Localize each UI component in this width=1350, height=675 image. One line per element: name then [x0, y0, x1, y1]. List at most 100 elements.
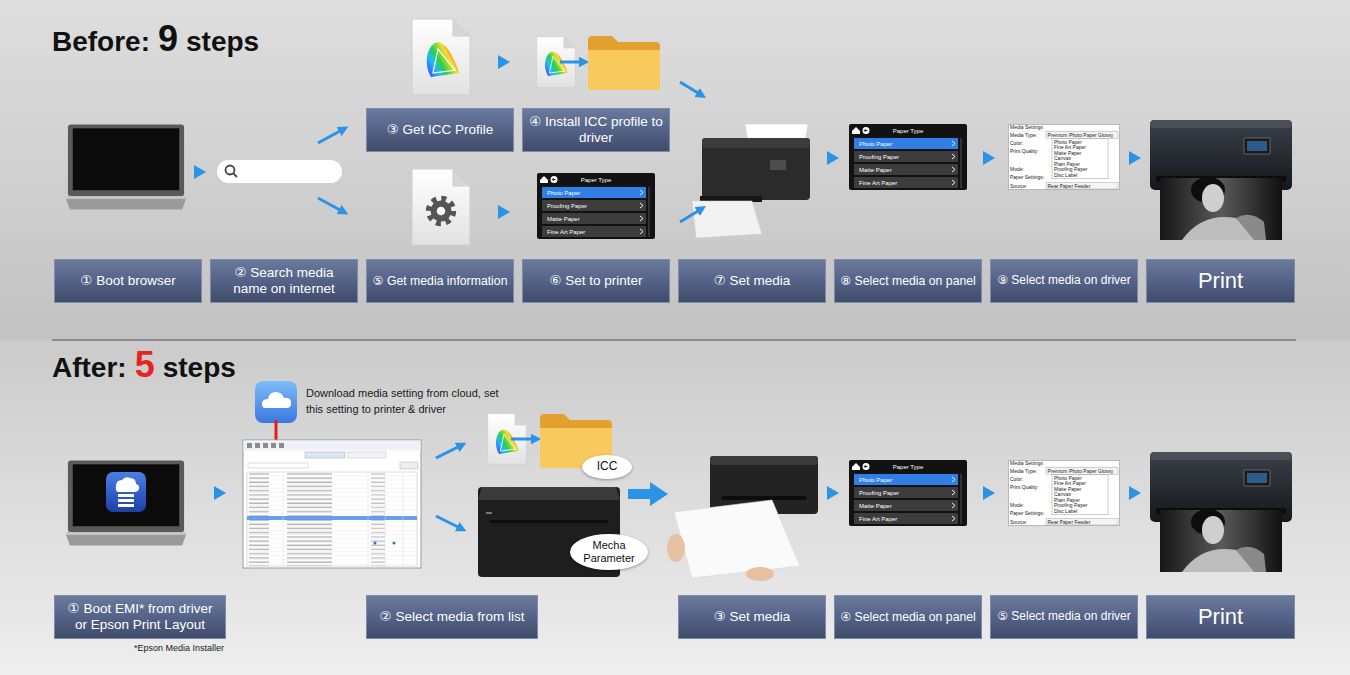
step-label: ⑧ Select media on panel	[840, 274, 976, 288]
printer-panel-screen	[537, 173, 655, 239]
dialog-text: Fine Art Paper	[1054, 145, 1086, 150]
printer-icon	[486, 512, 492, 514]
icc-profile-icon	[427, 42, 459, 77]
search-bar	[233, 173, 237, 177]
heading-text: steps	[186, 26, 259, 58]
media-list-window	[263, 443, 268, 448]
panel-menu-item: Photo Paper	[859, 141, 892, 147]
printer-hand-feeding	[710, 456, 818, 465]
step-box: ⑦ Set media	[678, 259, 826, 303]
media-list-window	[255, 443, 260, 448]
flow-arrow	[983, 151, 995, 165]
media-list-window	[279, 443, 284, 448]
callout-text: ICC	[597, 460, 618, 474]
dialog-text: Color:	[1010, 141, 1023, 146]
panel-menu-item: Photo Paper	[547, 190, 580, 196]
step-box: ⑤ Get media information	[366, 259, 514, 303]
printer-icon	[490, 520, 608, 523]
panel-title: Paper Type	[893, 464, 924, 470]
printer-with-photo	[1150, 452, 1292, 572]
media-list-window	[393, 542, 396, 545]
driver-dialog	[1008, 125, 1120, 190]
icc-to-folder-icon	[496, 430, 519, 454]
printer-icon	[478, 487, 620, 500]
flow-arrow	[436, 447, 458, 458]
step-label: ⑥ Set to printer	[549, 273, 642, 289]
printer-loading-paper	[770, 160, 786, 170]
step-box: ⑥ Set to printer	[522, 259, 670, 303]
driver-dialog	[1008, 461, 1120, 526]
media-list-window	[305, 452, 345, 458]
media-list-window	[385, 472, 386, 566]
panel-menu-item: Matte Paper	[547, 216, 580, 222]
dialog-text: Fine Art Paper	[1054, 481, 1086, 486]
dialog-text: Premium Photo Paper Glossy	[1048, 133, 1114, 138]
laptop-emi-icon	[66, 460, 186, 545]
flow-arrow	[1129, 151, 1141, 165]
laptop-icon	[66, 124, 186, 209]
install-icc-icon	[560, 61, 580, 64]
flow-arrow	[318, 131, 340, 143]
dialog-text: Canvas	[1054, 492, 1071, 497]
printer-panel-screen	[849, 460, 967, 526]
dialog-text: Paper Settings:	[1010, 511, 1044, 516]
cloud-icon	[255, 381, 297, 423]
icc-to-folder-icon	[511, 438, 532, 441]
callout-bubble: ICC	[582, 455, 632, 479]
step-box: ① Boot EMI* from driver or Epson Print L…	[54, 595, 226, 639]
panel-menu-item: Fine Art Paper	[547, 229, 585, 235]
install-icc-icon	[537, 36, 660, 90]
media-info-icon	[429, 199, 454, 224]
panel-menu-item: Proofing Paper	[859, 154, 899, 160]
step-box: ⑤ Select media on driver	[990, 595, 1138, 639]
step-box: ③ Set media	[678, 595, 826, 639]
panel-title: Paper Type	[893, 128, 924, 134]
search-bar	[226, 166, 235, 175]
cloud-icon	[262, 392, 291, 408]
media-list-window	[400, 462, 418, 469]
laptop-emi-icon	[106, 472, 146, 512]
step-label: ② Select media from list	[380, 609, 525, 625]
step-box: ④ Select media on panel	[834, 595, 982, 639]
dialog-text: Print Quality:	[1010, 485, 1039, 490]
dialog-text: Mode:	[1010, 503, 1024, 508]
driver-dialog	[1008, 125, 1120, 190]
step-box: ① Boot browser	[54, 259, 202, 303]
panel-title: Paper Type	[581, 177, 612, 183]
laptop-emi-icon	[118, 499, 134, 502]
section-heading: Before:9steps	[52, 18, 259, 60]
dialog-text: Paper Settings:	[1010, 175, 1044, 180]
step-label: ① Boot browser	[80, 273, 175, 289]
dialog-text: Photo Paper	[1054, 140, 1082, 145]
step-label: ⑤ Get media information	[373, 274, 508, 288]
media-list-window	[247, 472, 417, 566]
media-list-window	[243, 440, 421, 568]
flow-arrow	[214, 486, 226, 500]
printer-hand-feeding	[746, 567, 774, 581]
media-list-window	[244, 441, 421, 451]
flow-arrow	[1129, 486, 1141, 500]
printer-panel-screen	[537, 173, 655, 239]
laptop-emi-icon	[118, 494, 134, 497]
dialog-text: Proofing Paper	[1054, 503, 1087, 508]
printer-loading-paper	[702, 138, 810, 148]
step-box: ④ Install ICC profile to driver	[522, 108, 670, 152]
laptop-emi-icon	[116, 477, 139, 492]
dialog-text: Disc Label	[1054, 509, 1077, 514]
step-count: 9	[158, 18, 178, 60]
dialog-text: Color:	[1010, 477, 1023, 482]
dialog-text: Matte Paper	[1054, 487, 1081, 492]
step-label: Print	[1198, 268, 1243, 293]
laptop-emi-icon	[66, 460, 186, 545]
media-list-window	[348, 452, 386, 458]
step-label: ① Boot EMI* from driver or Epson Print L…	[60, 601, 220, 632]
media-info-icon	[412, 169, 470, 245]
dialog-text: Media Type:	[1010, 133, 1037, 138]
callout-note: Download media setting from cloud, set t…	[306, 386, 511, 418]
step-label: ③ Set media	[714, 609, 791, 625]
dialog-text: Media Type:	[1010, 469, 1037, 474]
flow-arrow	[680, 82, 698, 93]
step-label: ③ Get ICC Profile	[387, 122, 494, 138]
